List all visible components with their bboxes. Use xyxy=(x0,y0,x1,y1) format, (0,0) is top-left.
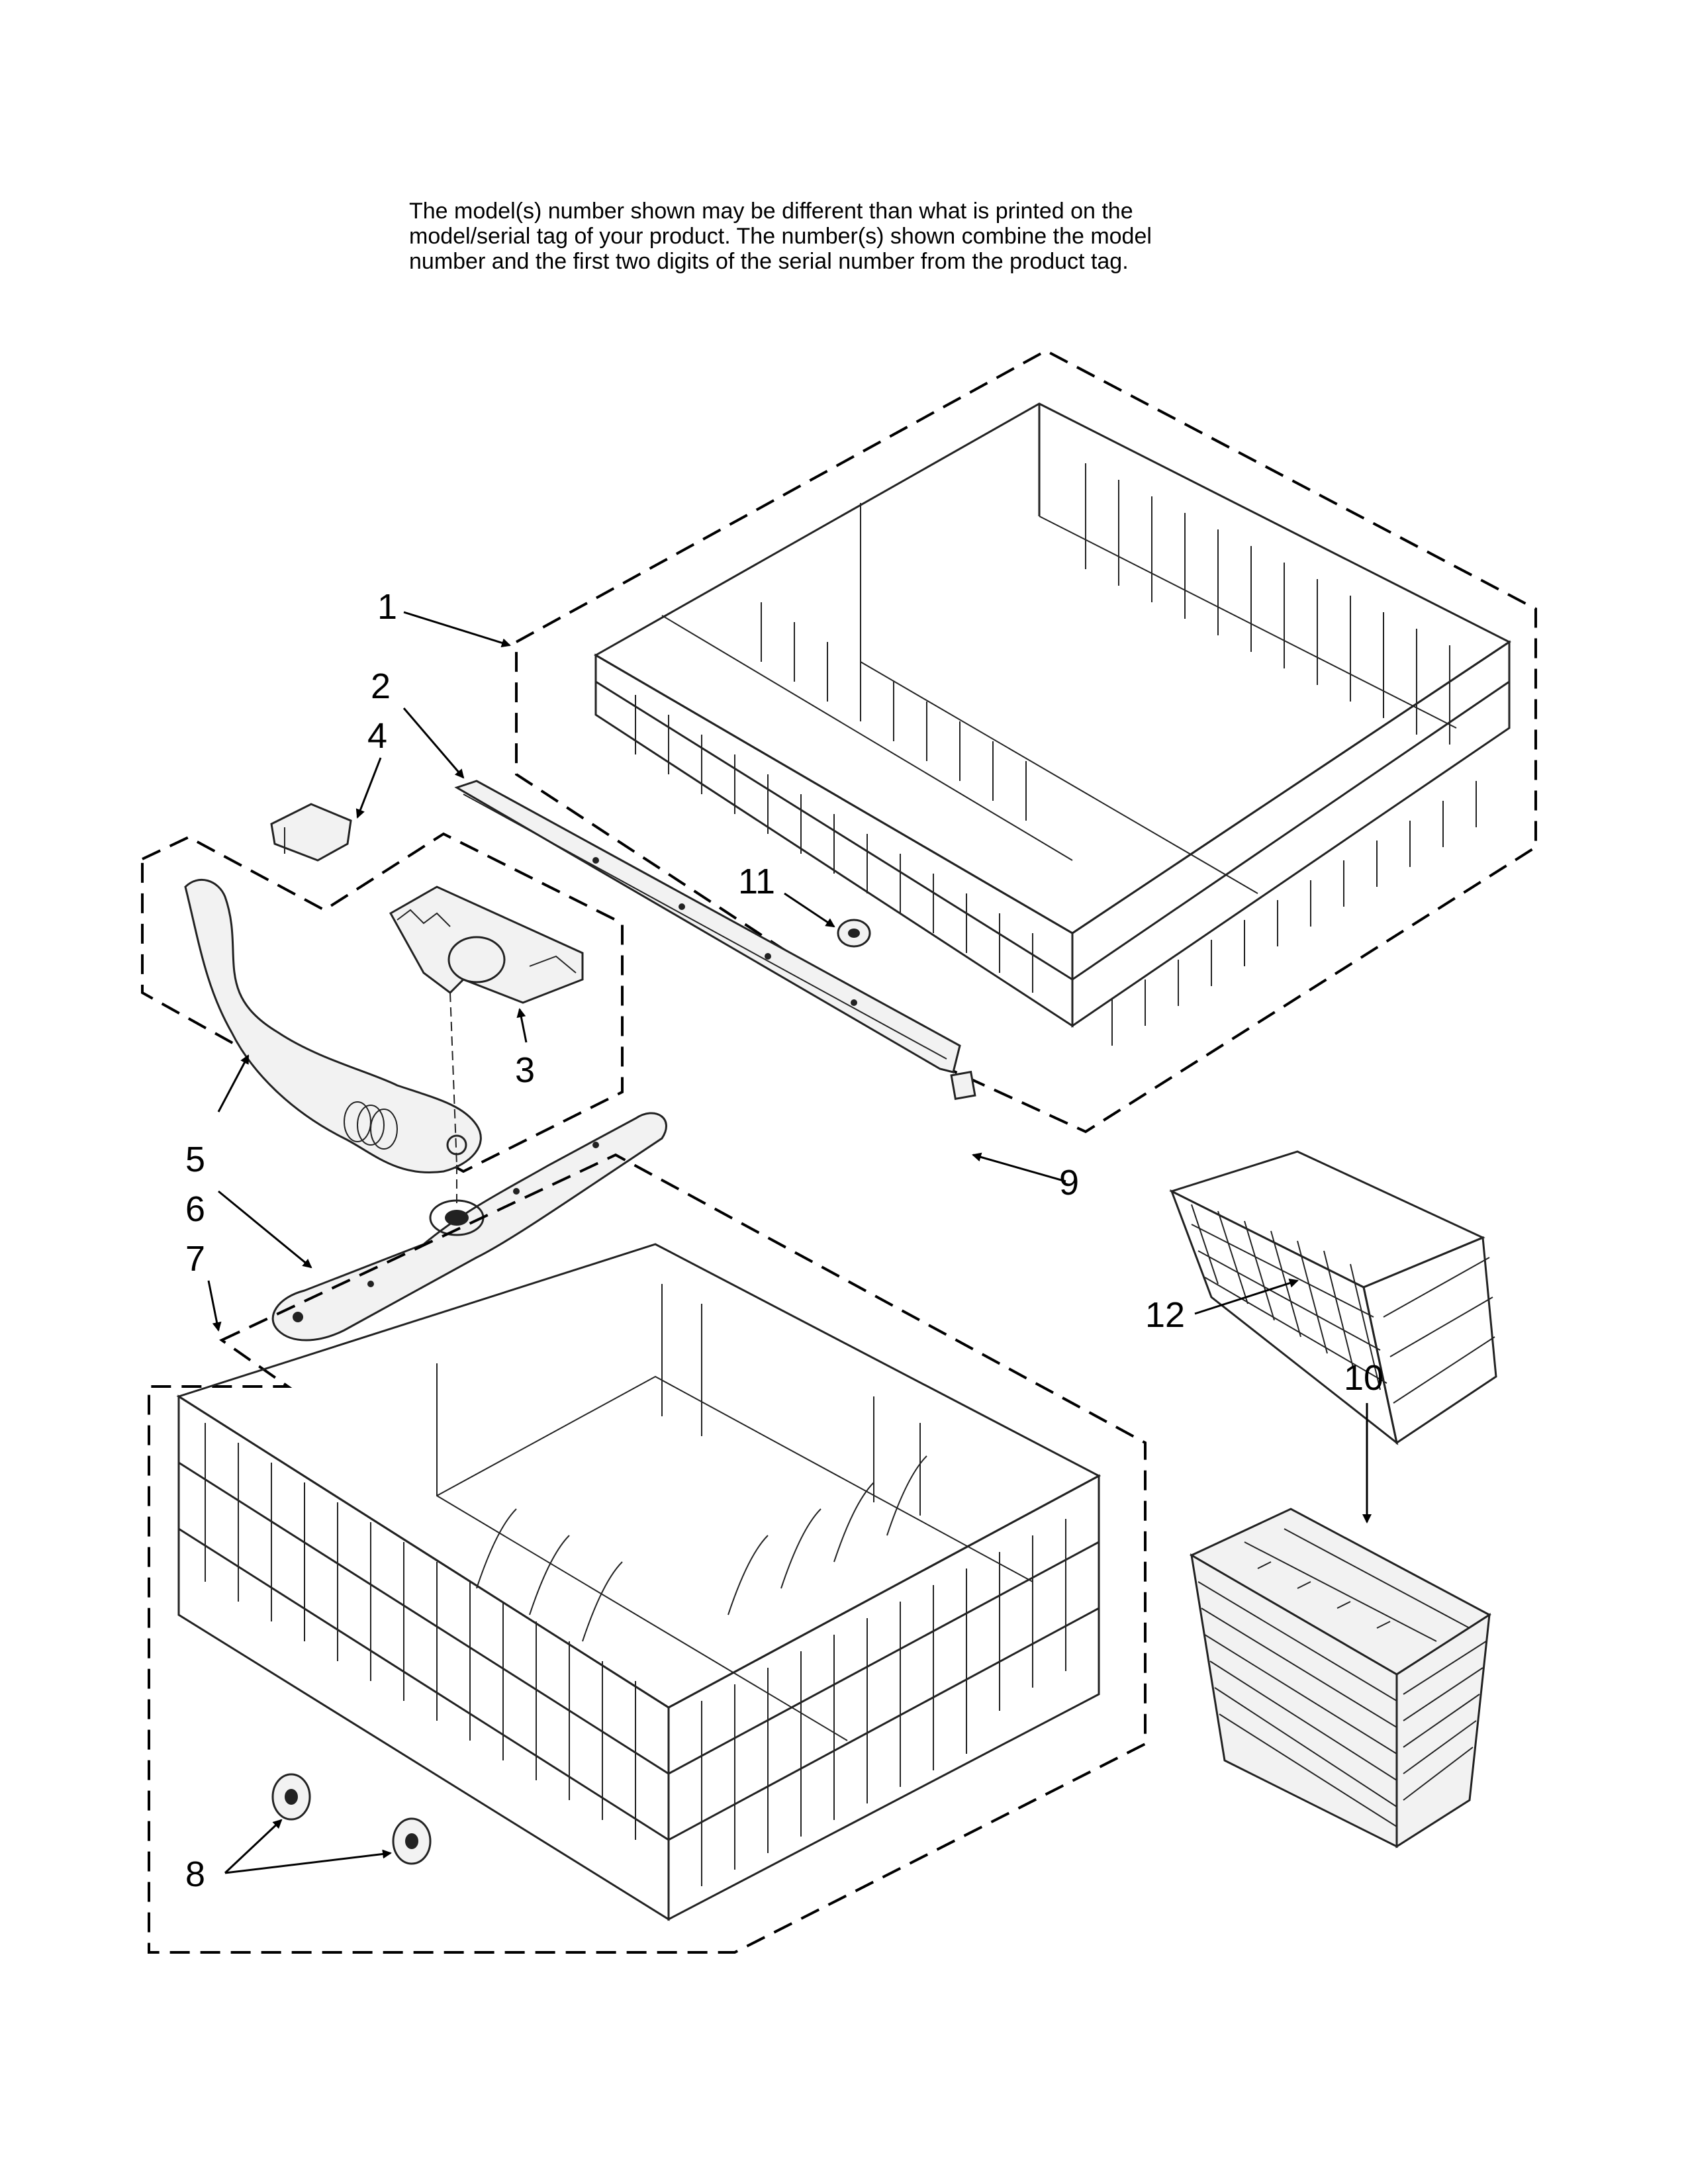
leader-2 xyxy=(402,707,465,779)
lower-rack-tines xyxy=(205,1284,1066,1886)
leader-1 xyxy=(403,611,511,648)
upper-rack-part xyxy=(593,402,1511,1046)
callout-5: 5 xyxy=(185,1140,205,1179)
callout-9: 9 xyxy=(1059,1163,1079,1203)
callout-8: 8 xyxy=(185,1854,205,1894)
rail-stop-clip-part xyxy=(270,803,352,862)
leader-6 xyxy=(218,1190,312,1269)
lower-rack-boundary xyxy=(148,1153,1147,1954)
leader-9 xyxy=(972,1152,1066,1183)
callout-6: 6 xyxy=(185,1189,205,1229)
spray-arm-manifold-part xyxy=(389,886,584,1205)
callout-7: 7 xyxy=(185,1239,205,1279)
callout-11: 11 xyxy=(738,862,775,901)
leader-7 xyxy=(207,1280,222,1332)
lower-rack-wheel-right-part xyxy=(392,1817,432,1865)
callout-2: 2 xyxy=(371,666,391,706)
leader-12 xyxy=(1194,1279,1299,1315)
leader-5 xyxy=(217,1054,250,1113)
callout-4: 4 xyxy=(367,716,387,756)
notice-line-2: model/serial tag of your product. The nu… xyxy=(409,224,1152,249)
callout-10: 10 xyxy=(1344,1358,1383,1398)
leader-4 xyxy=(355,757,382,819)
leader-8b xyxy=(224,1849,392,1874)
lower-rack-part xyxy=(176,1243,1102,1921)
callout-12: 12 xyxy=(1145,1295,1185,1335)
callout-1: 1 xyxy=(377,587,397,627)
middle-spray-arm-part xyxy=(271,1112,667,1342)
notice-line-3: number and the first two digits of the s… xyxy=(409,249,1129,274)
silverware-basket-part xyxy=(1189,1508,1491,1848)
upper-rack-boundary xyxy=(515,349,1537,1134)
model-number-notice: The model(s) number shown may be differe… xyxy=(409,199,1336,274)
lower-rack-wheel-left-part xyxy=(271,1773,311,1821)
leader-3 xyxy=(516,1008,528,1043)
leader-11 xyxy=(784,892,835,928)
upper-rack-wheel-part xyxy=(837,919,871,948)
callout-labels: 1 2 4 3 5 6 7 8 9 10 11 12 xyxy=(185,587,1383,1894)
rack-rail-part xyxy=(454,780,961,1073)
notice-line-1: The model(s) number shown may be differe… xyxy=(409,199,1133,224)
leader-8a xyxy=(224,1819,283,1874)
small-item-basket-part xyxy=(1169,1150,1497,1445)
rail-end-cap-part xyxy=(950,1070,976,1101)
callout-leaders xyxy=(207,611,1372,1874)
callout-3: 3 xyxy=(515,1050,535,1090)
upper-rack-tines xyxy=(635,463,1477,1046)
